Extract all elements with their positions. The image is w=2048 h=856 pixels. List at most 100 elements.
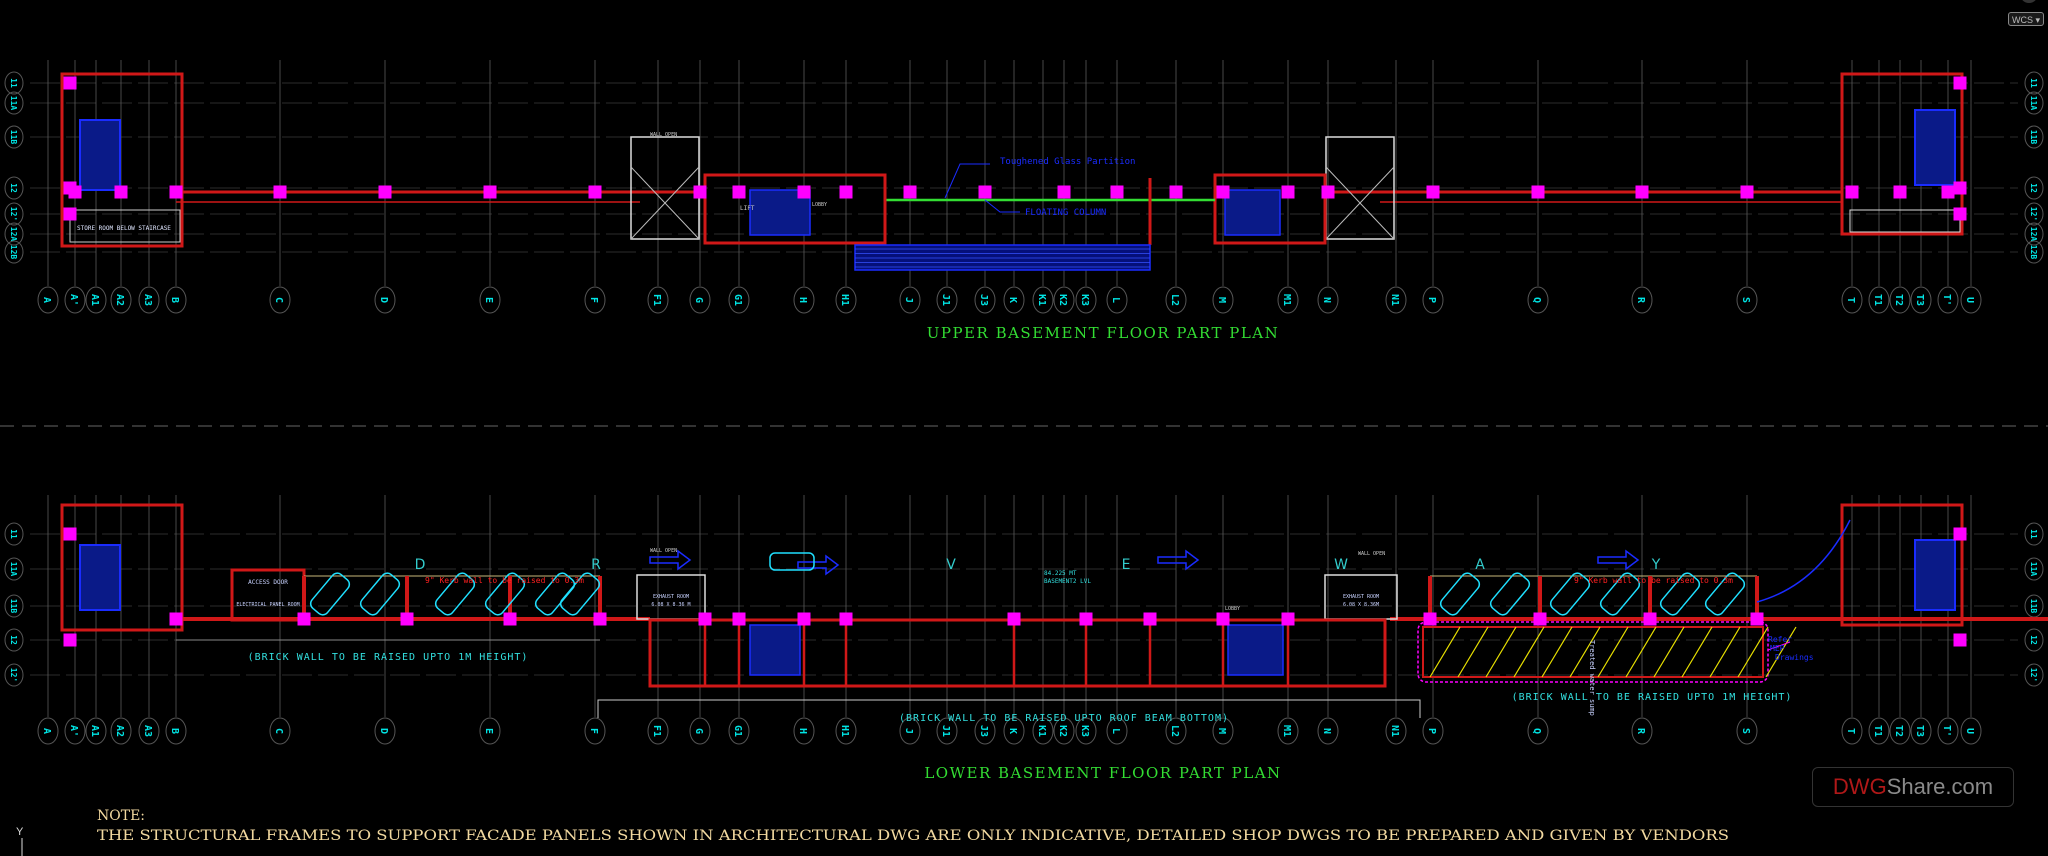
grid-bubble-label: Q [1531,728,1542,734]
grid-bubble [974,717,996,745]
wall-open-label: WALL OPEN [650,132,677,138]
grid-bubble [110,717,132,745]
grid-bubble [1003,717,1025,745]
grid-bubble [793,717,815,745]
grid-bubble [1631,286,1653,314]
grid-row-label: 12 [2029,635,2038,645]
grid-bubble-label: B [169,297,180,303]
grid-bubble [1032,717,1054,745]
grid-bubble [269,286,291,314]
grid-bubble-label: T' [1941,294,1952,306]
column [169,185,183,199]
grid-bubble [793,286,815,314]
grid-bubble-label: L2 [1169,294,1180,306]
shaft-cross [1325,166,1395,240]
grid-bubble [728,286,750,314]
grid-row-label: 11B [2029,599,2038,614]
wall-open-right-label: WALL OPEN [1358,551,1385,557]
lift-label: LIFT [740,205,755,212]
grid-bubble [1527,286,1549,314]
note-text: THE STRUCTURAL FRAMES TO SUPPORT FACADE … [97,828,1729,844]
traffic-arrow-icon [1157,549,1200,571]
grid-bubble-label: N1 [1389,725,1400,737]
column [63,76,77,90]
grid-bubble [974,286,996,314]
sump-hatch [1765,626,1797,678]
ucs-menu-button[interactable]: WCS ▾ [2008,12,2044,26]
column [63,633,77,647]
grid-bubble-label: M1 [1281,294,1292,306]
grid-bubble [374,717,396,745]
column [378,185,392,199]
grid-bubble-label: K [1007,728,1018,734]
grid-bubble [1868,286,1890,314]
grid-bubble [1053,717,1075,745]
grid-row-label: 11B [9,130,18,145]
grid-bubble [1106,286,1128,314]
column [1281,185,1295,199]
grid-row-bubble [4,91,24,115]
column [1953,527,1967,541]
grid-row-label: 12' [2029,207,2038,221]
grid-row-bubble [4,663,24,687]
grid-row-bubble [4,240,24,264]
viewcube-icon[interactable] [2020,0,2038,3]
exhaust-room-right-size: 6.08 X 8.36M [1343,602,1379,608]
grid-bubble [85,286,107,314]
grid-bubble-label: A3 [142,725,153,737]
grid-row-bubble [2024,125,2044,149]
grid-bubble-label: T2 [1893,294,1904,306]
grid-bubble-label: M1 [1281,725,1292,737]
grid-bubble-label: C [273,297,284,303]
brick-wall-line [597,699,1421,718]
grid-row-label: 11B [9,599,18,614]
grid-row-bubble [2024,91,2044,115]
grid-bubble-label: J [903,728,914,734]
column [1426,185,1440,199]
sump-hatch [1653,626,1685,678]
grid-bubble-label: U [1964,728,1975,734]
grid-bubble [64,286,86,314]
grid-bubble-label: K1 [1036,725,1047,737]
grid-row-label: 11A [9,562,18,577]
sump-label: Treated water sump [1588,640,1596,716]
column [978,185,992,199]
grid-bubble-label: T [1845,728,1856,734]
parked-car [559,572,601,616]
grid-bubble [1527,717,1549,745]
sump-hatch [1457,626,1489,678]
sump-hatch [1513,626,1545,678]
column [1643,612,1657,626]
column [732,612,746,626]
grid-row-label: 12' [2029,668,2038,682]
floating-leader [984,199,1020,213]
column [1893,185,1907,199]
grid-bubble-label: A' [68,294,79,306]
grid-bubble-label: N [1321,297,1332,303]
grid-bubble [1385,717,1407,745]
grid-bubble [1960,286,1982,314]
wall-open-left-label: WALL OPEN [650,548,677,554]
column [503,612,517,626]
brick-wall-note-left: (BRICK WALL TO BE RAISED UPTO 1M HEIGHT) [248,652,529,663]
column [1941,185,1955,199]
zone-letter: V [946,557,956,573]
grid-row-bubble [2024,628,2044,652]
grid-row-label: 11 [9,78,18,88]
grid-row-bubble [2024,240,2044,264]
grid-bubble-label: E [483,297,494,303]
grid-bubble [1889,286,1911,314]
grid-bubble [1631,717,1653,745]
grid-bubble-label: G [693,297,704,303]
parked-car [1549,572,1591,616]
grid-bubble [835,286,857,314]
grid-row-bubble [4,557,24,581]
grid-bubble-label: K3 [1079,725,1090,737]
grid-bubble [1960,717,1982,745]
column [273,185,287,199]
sump-hatch [1737,626,1769,678]
parked-car [1704,572,1746,616]
parked-car [434,572,476,616]
